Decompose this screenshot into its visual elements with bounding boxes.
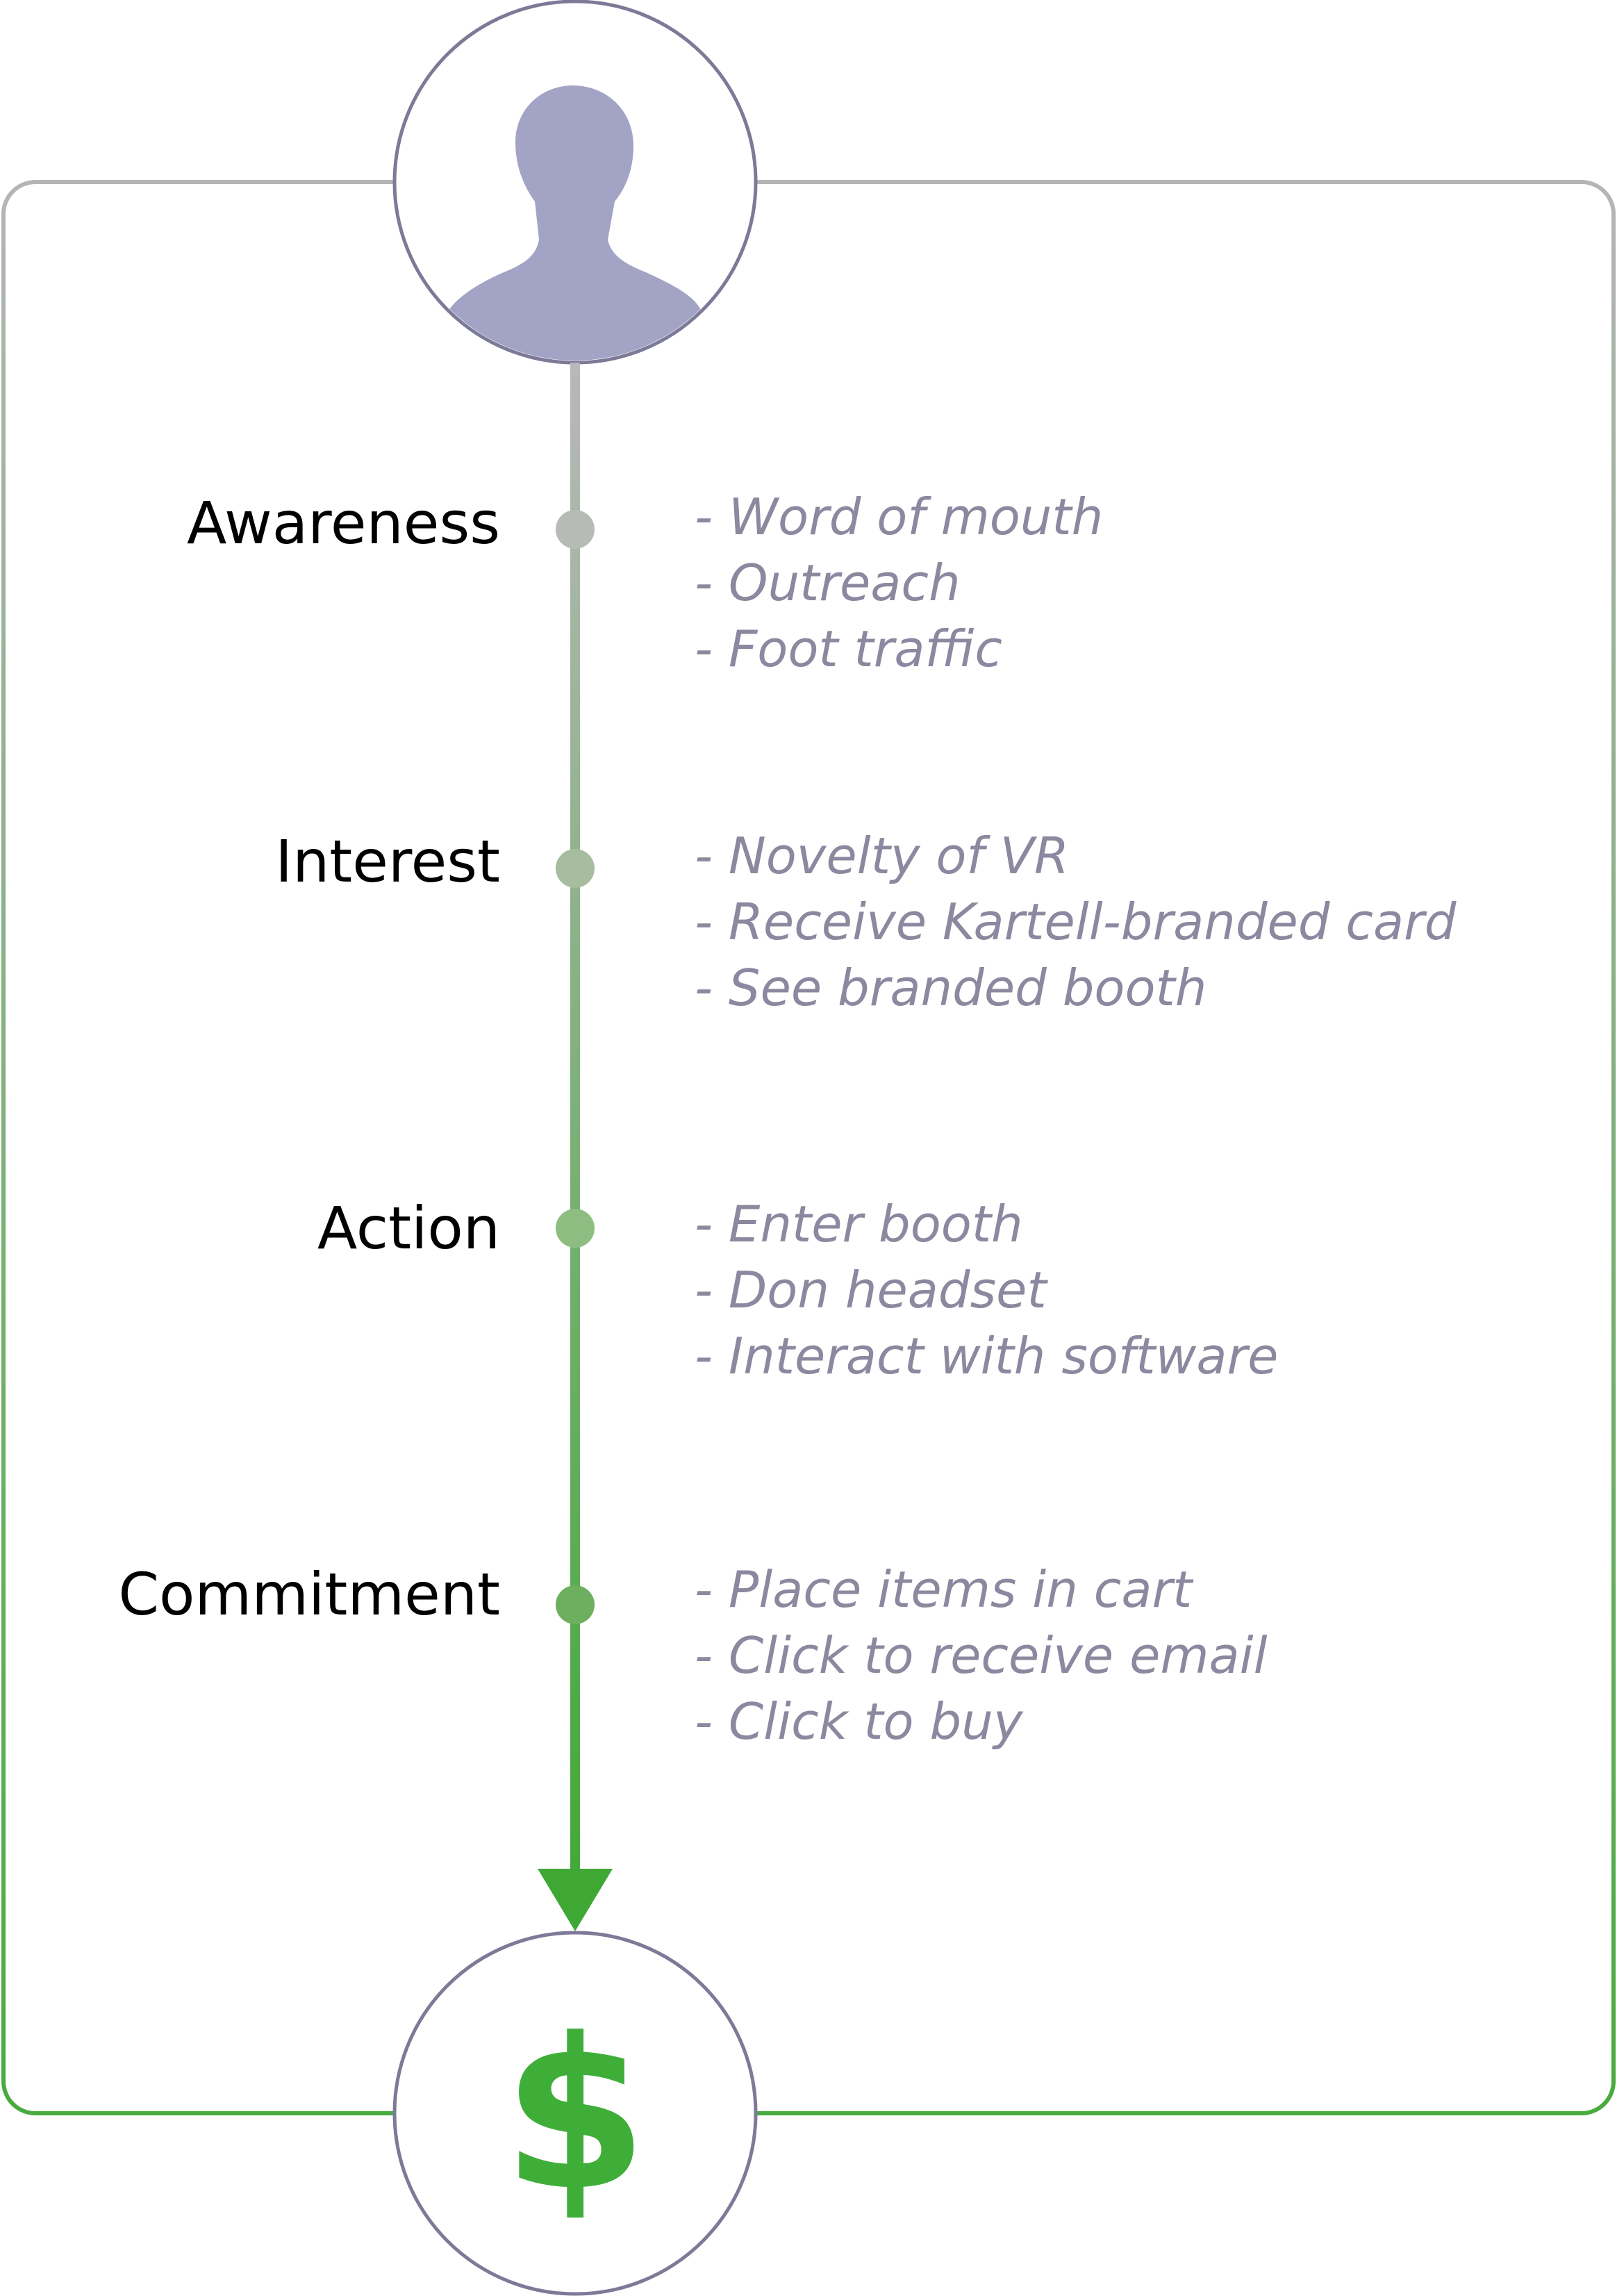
stage-details-awareness: - Word of mouth - Outreach - Foot traffi… (695, 484, 1103, 682)
list-item: - Outreach (695, 554, 961, 612)
stage-dot-action (556, 1209, 595, 1248)
list-item: - Don headset (695, 1261, 1047, 1319)
list-item: - Word of mouth (695, 488, 1104, 546)
start-node (392, 0, 758, 365)
stage-details-interest: - Novelty of VR - Receive Kartell-brande… (695, 823, 1456, 1021)
list-item: - Click to receive email (695, 1626, 1268, 1685)
list-item: - Interact with software (695, 1327, 1279, 1385)
stage-dot-interest (556, 849, 595, 888)
stage-dot-awareness (556, 510, 595, 549)
stage-details-action: - Enter booth - Don headset - Interact w… (695, 1191, 1278, 1389)
list-item: - Receive Kartell-branded card (695, 893, 1457, 951)
dollar-sign-icon: $ (503, 1994, 648, 2236)
journey-frame (1, 180, 1616, 2115)
person-silhouette-icon (445, 85, 705, 361)
stage-label-awareness: Awareness (186, 489, 500, 557)
list-item: - Foot traffic (695, 620, 1003, 678)
stage-label-action: Action (317, 1194, 500, 1262)
end-node: $ (392, 1931, 758, 2296)
list-item: - Novelty of VR (695, 827, 1069, 885)
list-item: - See branded booth (695, 959, 1207, 1017)
arrow-head-icon (538, 1869, 613, 1931)
list-item: - Place items in cart (695, 1560, 1193, 1619)
stage-details-commitment: - Place items in cart - Click to receive… (695, 1557, 1268, 1755)
stage-label-interest: Interest (275, 827, 500, 895)
list-item: - Click to buy (695, 1692, 1023, 1751)
list-item: - Enter booth (695, 1195, 1023, 1253)
stage-label-commitment: Commitment (118, 1560, 500, 1628)
stage-dot-commitment (556, 1585, 595, 1624)
